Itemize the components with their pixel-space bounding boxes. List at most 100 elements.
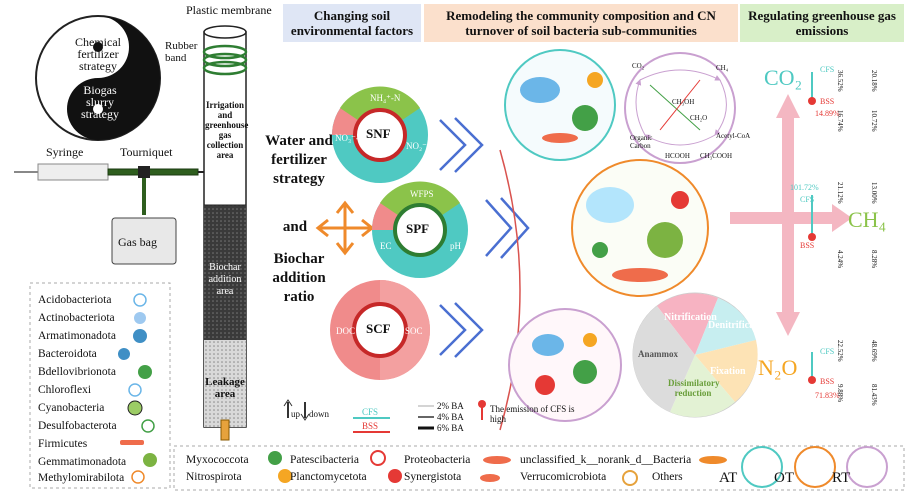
legend-bss: BSS [362, 421, 379, 431]
phylum-bottom-6: Planctomycetota [290, 471, 367, 483]
n2o-side-2: 48.69% [870, 340, 878, 362]
phylum-left-10: Gemmatimonadota [38, 456, 127, 468]
legend-cfs: CFS [362, 407, 379, 417]
process-nitrification: Nitrification [664, 312, 717, 323]
label-syringe: Syringe [46, 145, 84, 159]
gear-label-snf: SNF [366, 126, 391, 141]
carbon-node-co2: CO₂ [632, 62, 645, 70]
factor-no2: NO₂⁻-N [406, 141, 437, 151]
n2o-side-1: 22.52% [836, 340, 844, 362]
carbon-node-ch3oh: CH₃OH [672, 98, 695, 106]
co2-side-2: 20.18% [870, 70, 878, 92]
legend-ba6: 6% BA [437, 423, 464, 433]
community-circle-at [504, 49, 616, 161]
carbon-cycle-circle [624, 52, 736, 164]
process-denitrification: Denitrification [708, 320, 771, 331]
phylum-bottom-9: Others [652, 471, 683, 483]
gas-co2-bss: BSS [820, 97, 835, 106]
phylum-bottom-3: Proteobacteria [404, 454, 471, 466]
syringe-icon [14, 163, 204, 265]
gas-n2o-cfs: CFS [820, 347, 835, 356]
n2o-side-4: 81.43% [870, 384, 878, 406]
label-leakage-area: Leakage area [205, 376, 245, 400]
bracket-line [499, 149, 521, 431]
four-way-arrow-icon [315, 200, 375, 256]
phylum-left-1: Acidobacteriota [38, 294, 112, 306]
phyla-icons [118, 293, 888, 488]
phylum-left-5: Bdellovibrionota [38, 366, 116, 378]
ch4-side-4: 8.28% [870, 250, 878, 269]
phylum-bottom-2: Patescibacteria [290, 454, 359, 466]
label-and: and [282, 219, 308, 235]
label-strategy-chemical: Chemical fertilizer strategy [75, 35, 121, 73]
label-biochar-area: Biochar addition area [208, 262, 242, 297]
phylum-bottom-8: Verrucomicrobiota [520, 471, 607, 483]
phylum-bottom-4: unclassified_k__norank_d__Bacteria [520, 454, 692, 466]
factor-wfps: WFPS [410, 189, 434, 199]
carbon-node-hcooh: HCOOH [665, 152, 690, 160]
factor-ec: EC [380, 241, 392, 251]
gas-ch4-cfs: CFS [800, 195, 815, 204]
label-plastic-membrane: Plastic membrane [186, 3, 272, 17]
label-water-fertilizer-strategy: Water and fertilizer strategy [265, 133, 333, 187]
header-remodeling-community: Remodeling the community composition and… [424, 4, 738, 42]
carbon-node-acetyl-coa: Acetyl-CoA [716, 132, 751, 140]
ch4-side-1: 21.12% [836, 182, 844, 204]
gear-snf-icon [332, 86, 428, 183]
phylum-left-8: Desulfobacterota [38, 420, 117, 432]
nitrogen-cycle-wheel [632, 292, 758, 418]
process-anammox: Anammox [638, 349, 678, 359]
legend-ba4: 4% BA [437, 412, 464, 422]
phylum-left-4: Bacteroidota [38, 348, 97, 360]
ch4-side-3: 4.24% [836, 250, 844, 269]
gas-n2o-pct: 71.83% [815, 391, 840, 400]
temperature-at: AT [719, 470, 738, 486]
gas-co2-cfs: CFS [820, 65, 835, 74]
phylum-bottom-1: Myxococcota [186, 454, 249, 466]
gear-label-scf: SCF [366, 321, 391, 336]
carbon-node-ch2o: CH₂O [690, 114, 708, 122]
phylum-left-9: Firmicutes [38, 438, 88, 450]
temperature-ot: OT [774, 470, 794, 486]
soil-column-icon [202, 25, 248, 441]
phylum-left-6: Chloroflexi [38, 384, 92, 396]
phylum-left-7: Cyanobacteria [38, 402, 105, 414]
strategy-yin-yang-icon [35, 15, 161, 141]
gear-scf-icon [330, 280, 430, 380]
legend-down: down [309, 409, 329, 419]
phylum-bottom-5: Nitrospirota [186, 471, 242, 483]
chevron-right-icons [439, 117, 530, 358]
factor-nh4: NH₄⁺-N [370, 93, 401, 103]
carbon-node-organic: Organic Carbon [630, 134, 653, 150]
gas-n2o-bss: BSS [820, 377, 835, 386]
gas-co2-pct: 14.89% [815, 109, 840, 118]
factor-no3: NO₃⁻-N [335, 133, 366, 143]
label-biochar-ratio: Biochar addition ratio [272, 251, 326, 305]
phylum-left-2: Actinobacteriota [38, 312, 115, 324]
factor-ph: pH [450, 241, 461, 251]
temperature-rt: RT [832, 470, 851, 486]
process-fixation: Fixation [710, 366, 746, 377]
co2-side-1: 36.52% [836, 70, 844, 92]
phylum-left-3: Armatimonadota [38, 330, 116, 342]
legend-cfs-high: The emission of CFS is high [490, 404, 575, 424]
factor-doc: DOC [336, 326, 356, 336]
label-irrigation-area: Irrigation and greenhouse gas collection… [205, 100, 249, 160]
legend-marks [283, 399, 486, 433]
header-changing-factors: Changing soil environmental factors [283, 4, 421, 42]
gas-ch4-pct: 101.72% [790, 183, 819, 192]
header-regulating-emissions: Regulating greenhouse gas emissions [740, 4, 904, 42]
gas-ch4: CH₄ [848, 207, 887, 232]
gas-n2o: N₂O [758, 355, 798, 380]
n2o-side-3: 9.88% [836, 384, 844, 403]
carbon-node-ch4: CH₄ [716, 64, 729, 72]
label-gas-bag: Gas bag [118, 235, 157, 249]
phylum-bottom-7: Synergistota [404, 471, 462, 483]
co2-side-3: 16.74% [836, 110, 844, 132]
label-tourniquet: Tourniquet [120, 145, 173, 159]
phylum-left-11: Methylomirabilota [38, 472, 125, 484]
ch4-side-2: 13.00% [870, 182, 878, 204]
gear-label-spf: SPF [406, 221, 430, 236]
label-rubber-band: Rubber band [165, 40, 198, 64]
gear-spf-icon [372, 181, 468, 278]
